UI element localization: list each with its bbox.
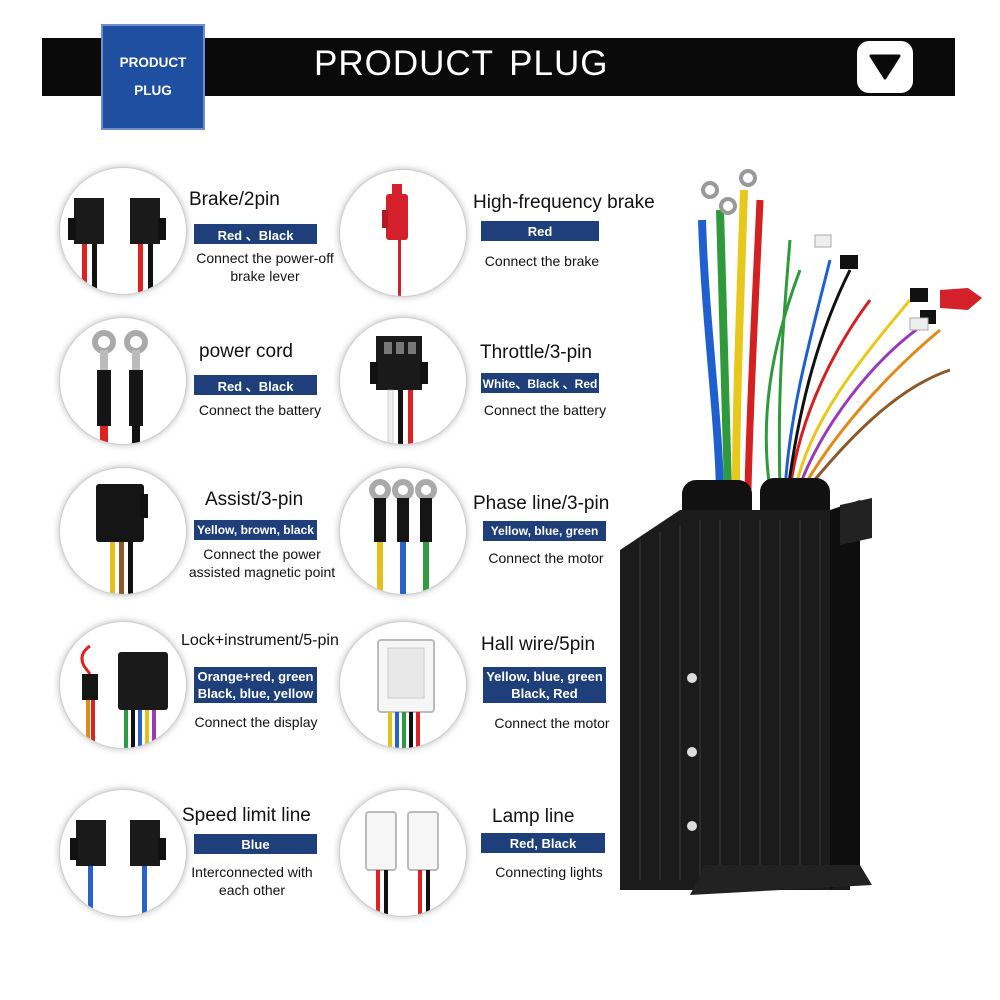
- plug-description: Connect the display: [194, 714, 318, 730]
- wire-colors-tag: White、Black 、Red: [481, 373, 599, 393]
- plug-title: High-frequency brake: [473, 192, 655, 213]
- wire-colors-tag: Yellow, brown, black: [194, 520, 317, 540]
- red-single-pin-icon: [340, 170, 466, 296]
- plug-title: Brake/2pin: [189, 189, 280, 210]
- wire-colors-tag: Red: [481, 221, 599, 241]
- wire-colors-tag: Red 、Black: [194, 224, 317, 244]
- three-pin-connector-icon: [340, 318, 466, 444]
- plug-description: Connect the motor: [488, 550, 604, 566]
- wire-colors-tag: Yellow, blue, green: [483, 521, 606, 541]
- lock-instrument-plug-icon: [60, 622, 186, 748]
- plug-title: Lamp line: [492, 806, 575, 827]
- three-ring-terminal-icon: [340, 468, 466, 594]
- down-triangle-button[interactable]: [857, 41, 913, 93]
- plug-description: Connect the battery: [483, 402, 607, 418]
- plug-description: Connect the brake: [484, 253, 600, 269]
- plug-description: Connect the motor: [494, 715, 610, 731]
- plug-description: Connecting lights: [495, 864, 603, 880]
- controller-product-image: [610, 160, 1000, 900]
- down-triangle-icon: [869, 54, 901, 80]
- two-pin-connector-icon: [60, 168, 186, 294]
- product-plug-badge: PRODUCT PLUG: [101, 24, 205, 130]
- plug-title: Lock+instrument/5-pin: [181, 632, 339, 649]
- plug-description: Connect the battery: [198, 402, 322, 418]
- plug-title: Throttle/3-pin: [480, 342, 592, 363]
- speed-limit-connector-icon: [60, 790, 186, 916]
- wire-colors-tag: Red 、Black: [194, 375, 317, 395]
- wire-colors-tag: Red, Black: [481, 833, 605, 853]
- white-2pin-plug-icon: [340, 790, 466, 916]
- plug-title: Assist/3-pin: [205, 489, 304, 510]
- wire-colors-tag: Blue: [194, 834, 317, 854]
- white-5pin-plug-icon: [340, 622, 466, 748]
- badge-line-2: PLUG: [134, 83, 172, 98]
- ring-terminal-pair-icon: [60, 318, 186, 444]
- badge-line-1: PRODUCT: [119, 55, 187, 70]
- black-3pin-plug-icon: [60, 468, 186, 594]
- plug-title: Phase line/3-pin: [473, 493, 610, 514]
- page-title: PRODUCT PLUG: [314, 44, 609, 83]
- plug-title: Hall wire/5pin: [481, 634, 596, 655]
- plug-title: Speed limit line: [182, 805, 311, 826]
- plug-title: power cord: [199, 341, 293, 362]
